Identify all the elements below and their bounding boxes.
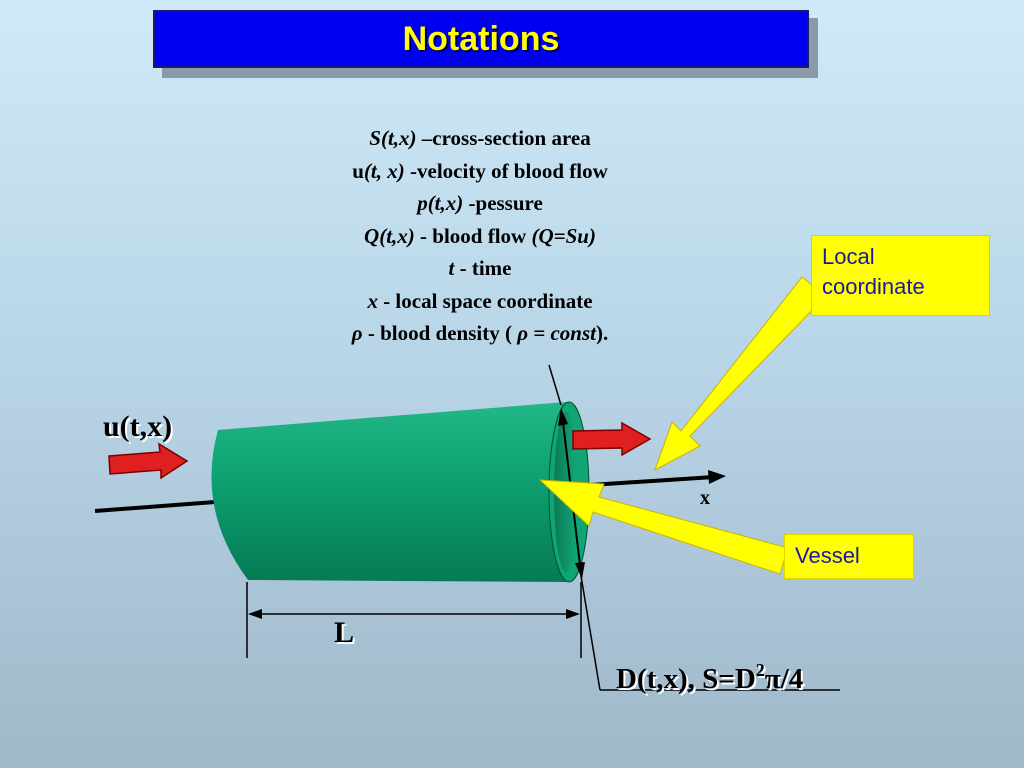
notation-line: t - time xyxy=(230,252,730,285)
notation-symbol: (t, x) xyxy=(363,158,405,183)
flow-arrow-in xyxy=(108,442,189,480)
notation-desc: -pessure xyxy=(463,191,543,215)
notation-line: u(t, x) -velocity of blood flow xyxy=(230,155,730,188)
notation-symbol: x xyxy=(367,288,378,313)
vessel-label: Vessel xyxy=(795,543,860,568)
notation-line: Q(t,x) - blood flow (Q=Su) xyxy=(230,220,730,253)
notation-symbol: p(t,x) xyxy=(417,191,464,215)
notation-symbol: Q(t,x) xyxy=(364,223,415,248)
diameter-label: D(t,x), S=D2π/4 xyxy=(616,660,803,696)
notation-symbol: S(t,x) xyxy=(369,126,417,150)
notation-desc: -velocity of blood flow xyxy=(404,158,608,183)
page-title: Notations xyxy=(402,19,560,58)
notation-symbol: ρ xyxy=(351,321,363,345)
x-axis-label: x xyxy=(700,487,710,509)
axis-line-left xyxy=(94,500,216,513)
notation-line: p(t,x) -pessure xyxy=(230,187,730,220)
length-arrowhead-right xyxy=(566,609,580,619)
notation-line: ρ - blood density ( ρ = const). xyxy=(230,317,730,350)
local-coordinate-callout: Local coordinate xyxy=(811,235,990,316)
length-arrowhead-left xyxy=(248,609,262,619)
vessel-pointer xyxy=(538,479,789,575)
section-leader-top xyxy=(548,364,562,406)
notation-line: x - local space coordinate xyxy=(230,285,730,318)
vessel-callout: Vessel xyxy=(784,534,914,579)
diameter-label-tail: π/4 xyxy=(764,663,804,695)
notation-desc: - blood flow xyxy=(414,223,532,248)
notation-formula: (Q=Su) xyxy=(531,223,596,248)
diameter-leader xyxy=(579,569,601,691)
length-label: L xyxy=(334,616,355,649)
notation-symbol-prefix: u xyxy=(352,158,364,183)
diameter-label-exponent: 2 xyxy=(755,660,765,680)
vessel-body xyxy=(211,402,566,582)
notation-tail: ). xyxy=(595,321,609,345)
diameter-arrowhead-top xyxy=(558,408,568,426)
velocity-label: u(t,x) xyxy=(103,410,173,443)
notation-desc: - local space coordinate xyxy=(377,288,593,313)
local-coordinate-label: Local coordinate xyxy=(822,244,925,299)
notation-line: S(t,x) –cross-section area xyxy=(230,122,730,155)
notation-desc: - time xyxy=(454,256,512,280)
notation-desc: –cross-section area xyxy=(416,126,591,150)
notation-desc: - blood density ( xyxy=(362,321,518,345)
diameter-label-text: D(t,x), S=D xyxy=(616,663,756,695)
notation-list: S(t,x) –cross-section area u(t, x) -velo… xyxy=(230,122,730,350)
x-axis-arrowhead xyxy=(708,470,726,484)
title-banner: Notations xyxy=(153,10,809,68)
local-coordinate-pointer xyxy=(654,276,827,472)
notation-symbol: t xyxy=(448,256,455,280)
flow-arrow-out xyxy=(572,421,652,457)
notation-formula: ρ = const xyxy=(517,321,596,345)
